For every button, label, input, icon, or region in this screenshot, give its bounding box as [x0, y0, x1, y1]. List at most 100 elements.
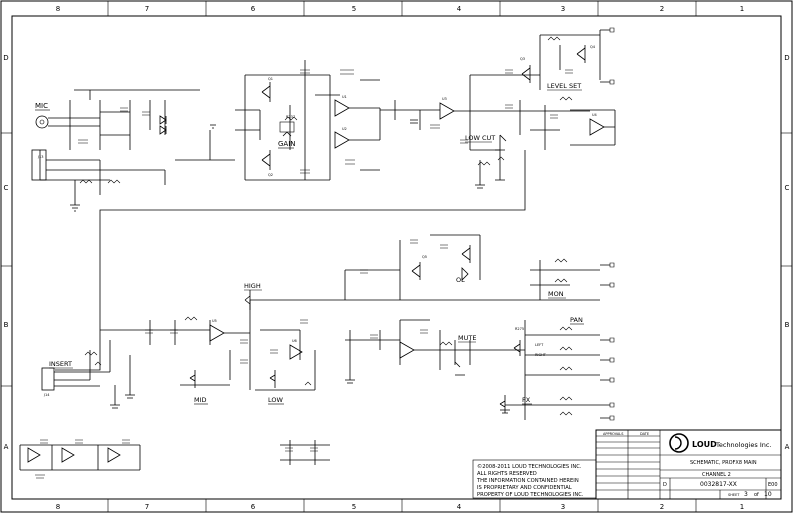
pan-pot-icon	[513, 340, 521, 356]
low-label: LOW	[268, 396, 284, 404]
inner-frame	[11, 15, 782, 500]
q2-transistor-icon	[261, 150, 271, 170]
revision: E00	[768, 482, 778, 488]
mic-label: MIC	[35, 102, 48, 110]
col-label: 6	[251, 5, 256, 13]
insert-jack-icon	[41, 367, 55, 391]
sheet-total: 10	[764, 491, 772, 498]
row-labels-right: D C B A	[784, 54, 789, 451]
gain-label: GAIN	[278, 140, 296, 148]
u6-ref: U6	[292, 339, 297, 343]
col-label: 7	[145, 503, 149, 511]
q3-transistor-icon	[521, 65, 531, 83]
high-pot-icon	[244, 290, 251, 310]
row-label: B	[4, 321, 9, 329]
q5-transistor-icon	[411, 262, 421, 280]
pan-pot-ref: R275	[515, 327, 524, 331]
col-label: 6	[251, 503, 256, 511]
q4-ref: Q4	[590, 45, 596, 49]
col-label: 3	[561, 503, 565, 511]
pan-label: PAN	[570, 316, 583, 324]
title-block: APPROVALS DATE LOUD Technologies Inc. SC…	[595, 429, 782, 500]
fx-label: FX	[522, 396, 531, 404]
mute-block: MUTE	[345, 319, 476, 384]
mute-switch-icon	[454, 361, 465, 376]
mic-input-stage: MIC J13	[31, 89, 235, 212]
row-label: C	[4, 184, 9, 192]
approvals-label: APPROVALS	[603, 432, 624, 436]
col-label: 2	[660, 5, 664, 13]
copyright-line-5: PROPERTY OF LOUD TECHNOLOGIES INC.	[477, 492, 584, 498]
u3-ref: U3	[442, 97, 447, 101]
u3-opamp-icon	[439, 102, 455, 120]
company-name: Technologies Inc.	[715, 441, 772, 449]
col-label: 2	[660, 503, 664, 511]
row-label: A	[4, 443, 9, 451]
row-labels-left: D C B A	[3, 54, 8, 451]
gain-to-lowcut-wire	[380, 100, 440, 130]
row-label: C	[785, 184, 790, 192]
high-label: HIGH	[244, 282, 261, 290]
title-line-2: CHANNEL 2	[702, 472, 731, 478]
insert-label: INSERT	[49, 360, 72, 368]
mon-label: MON	[548, 290, 564, 298]
date-label: DATE	[640, 432, 649, 436]
q4-transistor-icon	[576, 45, 586, 63]
title-line-1: SCHEMATIC, PROFX8 MAIN	[690, 460, 757, 466]
fx-pot-icon	[499, 395, 600, 420]
row-label: D	[3, 54, 8, 62]
gain-preamp-block: GAIN U1 U2 Q1 Q2 R237	[235, 60, 381, 181]
col-label: 5	[352, 5, 356, 13]
loud-logo-icon	[669, 433, 689, 453]
mute-label: MUTE	[458, 334, 476, 342]
u1-opamp-icon	[334, 99, 350, 117]
q5-ref: Q5	[422, 255, 427, 259]
insert-jack-block: INSERT J14	[41, 340, 120, 409]
col-label: 5	[352, 503, 356, 511]
col-label: 7	[145, 5, 149, 13]
gain-pot-ref: R237	[286, 115, 295, 119]
u4-ref: U4	[592, 113, 598, 117]
level-set-block: LEVEL SET Q3 Q4	[500, 27, 615, 91]
ol-led-icon	[461, 267, 469, 281]
insert-jack-ref: J14	[43, 393, 50, 397]
u5-opamp-icon	[209, 324, 225, 342]
copyright-line-4: IS PROPRIETARY AND CONFIDENTIAL	[477, 485, 572, 491]
return-wire	[55, 150, 526, 371]
ol-mon-block: OL MON Q5	[344, 234, 615, 301]
mic-jack-ref: J13	[37, 155, 44, 159]
copyright-line-2: ALL RIGHTS RESERVED	[477, 471, 537, 477]
sheet-of-separator: of	[754, 492, 759, 498]
col-label: 4	[457, 5, 462, 13]
col-label: 1	[740, 503, 744, 511]
copyright-line-1: ©2008-2011 LOUD TECHNOLOGIES INC.	[477, 463, 582, 470]
power-section	[19, 439, 330, 479]
level-set-label: LEVEL SET	[547, 82, 581, 90]
q3-ref: Q3	[520, 57, 525, 61]
pan-left-label: LEFT	[535, 343, 544, 347]
u1-ref: U1	[342, 95, 347, 99]
col-label: 1	[740, 5, 744, 13]
eq-block: U5 U6 HIGH MID LOW	[125, 282, 345, 405]
u4-opamp-icon	[589, 118, 605, 136]
u5-ref: U5	[212, 319, 217, 323]
u2-opamp-icon	[334, 131, 350, 149]
copyright-notice: ©2008-2011 LOUD TECHNOLOGIES INC. ALL RI…	[472, 459, 597, 499]
col-label: 8	[56, 5, 60, 13]
row-label: B	[785, 321, 790, 329]
ol-label: OL	[456, 276, 465, 284]
column-labels-top: 8 7 6 5 4 3 2 1	[56, 5, 744, 13]
mic-xlr-connector-icon	[35, 115, 49, 129]
u6-opamp-icon	[260, 329, 303, 360]
row-label: D	[784, 54, 789, 62]
pan-right-label: RIGHT	[535, 353, 547, 357]
drawing-size: D	[663, 482, 667, 488]
q1-transistor-icon	[261, 82, 271, 102]
pan-fx-block: LEFT RIGHT R275 PAN FX	[470, 316, 615, 421]
q1-ref: Q1	[268, 77, 273, 81]
u2-ref: U2	[342, 127, 347, 131]
